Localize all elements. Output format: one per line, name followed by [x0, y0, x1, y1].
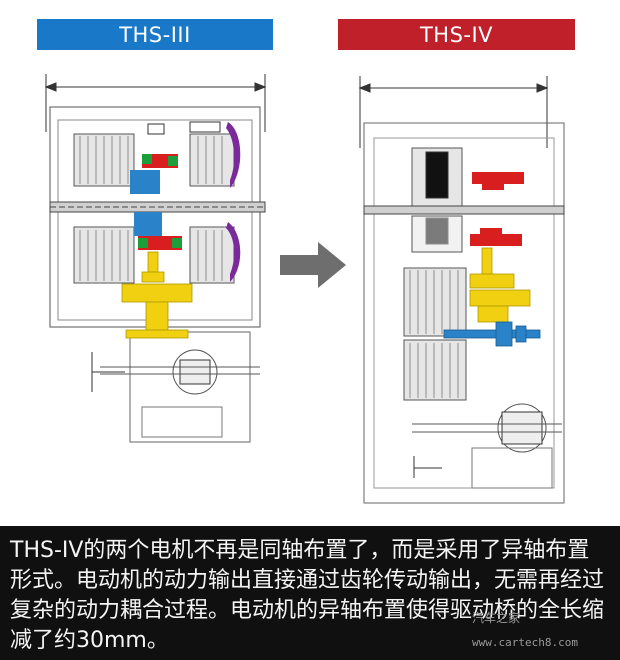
- watermark-url: www.cartech8.com: [472, 636, 578, 649]
- planetary-gear-set: [470, 172, 524, 246]
- output-bracket: [226, 122, 241, 188]
- ths-iv-label: THS-IV: [338, 19, 575, 50]
- motor-output-shaft: [443, 321, 541, 347]
- caption-panel: THS-IV的两个电机不再是同轴布置了，而是采用了异轴布置形式。电动机的动力输出…: [0, 526, 620, 660]
- caption-text: THS-IV的两个电机不再是同轴布置了，而是采用了异轴布置形式。电动机的动力输出…: [10, 538, 605, 653]
- transition-arrow-icon: [280, 242, 346, 288]
- watermark-site: 汽车之家: [472, 611, 521, 625]
- counter-gear-assembly: [121, 251, 193, 339]
- ths-iv-diagram: [358, 76, 565, 504]
- planetary-gear-set: [130, 154, 182, 250]
- ths-iii-diagram: [44, 74, 267, 443]
- counter-gear-assembly: [469, 247, 531, 323]
- ths-iii-label: THS-III: [37, 19, 273, 50]
